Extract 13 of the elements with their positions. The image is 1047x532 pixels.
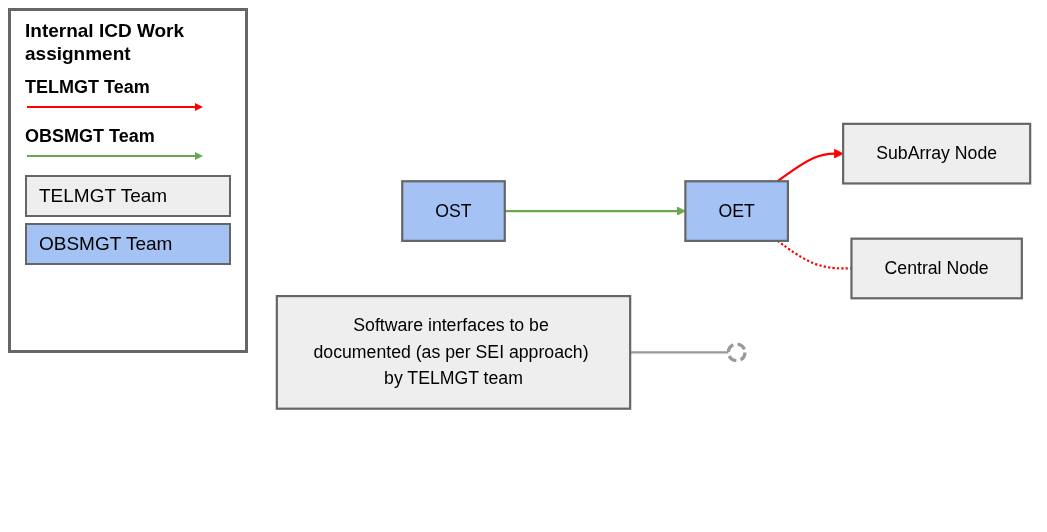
legend-title: Internal ICD Work assignment: [25, 19, 186, 65]
connector: [630, 351, 729, 354]
node-box: OST: [401, 179, 506, 242]
legend-swatch: TELMGT Team: [25, 175, 231, 217]
legend-text: TELMGT Team: [25, 77, 150, 98]
node-box: OET: [684, 179, 790, 242]
legend-text: OBSMGT Team: [25, 126, 155, 147]
node-ellipse: [726, 342, 747, 363]
node-box: Software interfaces to be documented (as per SEI approach) by TELMGT team: [275, 294, 632, 410]
node-box: SubArray Node: [842, 122, 1032, 185]
node-box: Central Node: [850, 237, 1023, 300]
arrow: [504, 205, 686, 216]
legend-swatch: OBSMGT Team: [25, 223, 231, 265]
